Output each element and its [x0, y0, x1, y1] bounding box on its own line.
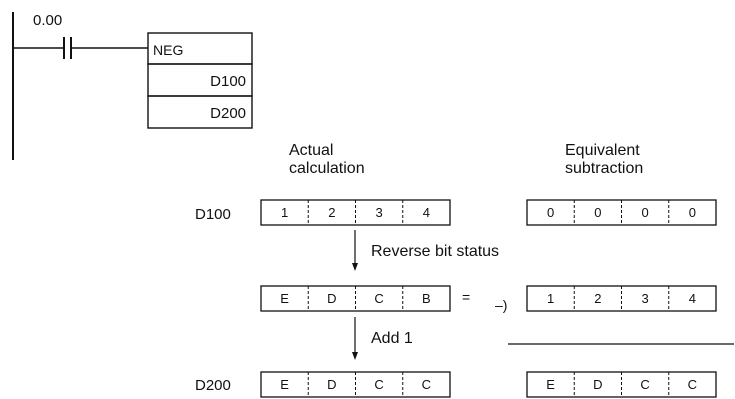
- contact-address: 0.00: [33, 12, 62, 29]
- digit-cell: E: [546, 377, 555, 392]
- add-step-label: Add 1: [371, 330, 413, 347]
- digit-cell: C: [374, 291, 383, 306]
- digit-cell: C: [640, 377, 649, 392]
- digit-cell: D: [327, 377, 336, 392]
- digit-cell: D: [593, 377, 602, 392]
- reverse-arrow: [352, 230, 358, 271]
- digit-cell: 0: [642, 205, 649, 220]
- actual-heading-line1: Actual: [289, 142, 333, 159]
- digit-cell: 1: [281, 205, 288, 220]
- digit-cell: 4: [423, 205, 430, 220]
- equivalent-minuend-row: 0 0 0 0: [526, 199, 717, 226]
- instruction-mnemonic: NEG: [153, 42, 183, 58]
- digit-cell: 2: [594, 291, 601, 306]
- reverse-step-label: Reverse bit status: [371, 243, 499, 260]
- minus-sign: –): [495, 297, 507, 313]
- digit-cell: B: [422, 291, 431, 306]
- digit-cell: E: [280, 291, 289, 306]
- equals-sign: =: [462, 289, 470, 305]
- actual-heading-line2: calculation: [289, 160, 365, 177]
- digit-cell: 0: [547, 205, 554, 220]
- operand-destination: D200: [210, 105, 246, 122]
- digit-cell: 3: [642, 291, 649, 306]
- operand-source: D100: [210, 73, 246, 90]
- register-label-d100: D100: [195, 206, 231, 223]
- digit-cell: 3: [376, 205, 383, 220]
- digit-cell: 0: [594, 205, 601, 220]
- digit-cell: C: [688, 377, 697, 392]
- digit-cell: C: [374, 377, 383, 392]
- digit-cell: 2: [328, 205, 335, 220]
- digit-cell: D: [327, 291, 336, 306]
- equivalent-subtrahend-row: 1 2 3 4: [526, 285, 717, 312]
- register-label-d200: D200: [195, 377, 231, 394]
- instruction-block: NEG D100 D200: [147, 32, 253, 129]
- equivalent-heading-line1: Equivalent: [565, 142, 640, 159]
- digit-cell: E: [280, 377, 289, 392]
- digit-cell: C: [422, 377, 431, 392]
- equivalent-heading-line2: subtraction: [565, 160, 643, 177]
- d100-digit-row: 1 2 3 4: [260, 199, 451, 226]
- digit-cell: 4: [689, 291, 696, 306]
- digit-cell: 1: [547, 291, 554, 306]
- no-contact: [63, 37, 72, 59]
- digit-cell: 0: [689, 205, 696, 220]
- add-arrow: [352, 317, 358, 360]
